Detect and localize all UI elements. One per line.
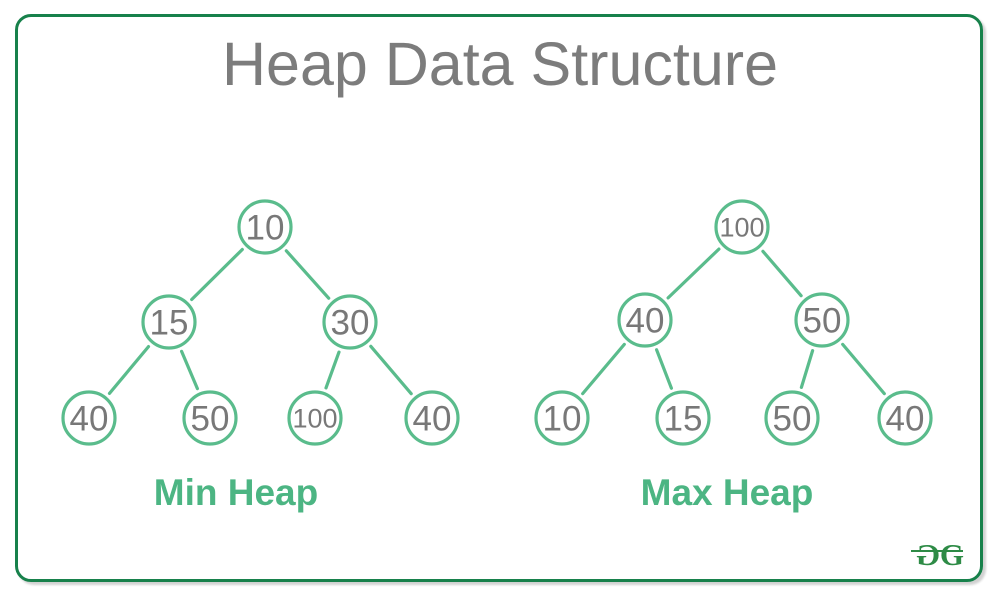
node-value: 30 — [331, 304, 370, 343]
tree-node: 40 — [61, 390, 117, 446]
node-value: 100 — [719, 213, 764, 243]
max-heap-label: Max Heap — [640, 472, 814, 513]
page-title: Heap Data Structure — [221, 30, 779, 98]
node-circle — [61, 390, 117, 446]
tree-node: 15 — [141, 294, 197, 350]
node-circle — [322, 294, 378, 350]
node-value: 40 — [413, 400, 452, 439]
node-value: 50 — [803, 302, 842, 341]
tree-node: 10 — [534, 390, 590, 446]
tree-edge — [841, 342, 886, 396]
node-circle — [287, 390, 343, 446]
tree-edge — [666, 247, 721, 300]
node-circle — [534, 390, 590, 446]
node-value: 100 — [292, 404, 337, 434]
logo-strike-line — [910, 550, 963, 552]
tree-node: 100 — [714, 199, 770, 255]
node-value: 50 — [191, 400, 230, 439]
tree-node: 40 — [617, 292, 673, 348]
frame-border — [15, 14, 983, 582]
node-circle — [764, 390, 820, 446]
max-heap-tree: 100 40 50 10 15 50 40 — [534, 199, 933, 446]
node-value: 50 — [773, 400, 812, 439]
tree-node: 30 — [322, 294, 378, 350]
min-heap-tree: 10 15 30 40 50 100 40 — [61, 199, 460, 446]
tree-edge — [761, 249, 803, 298]
tree-node: 100 — [287, 390, 343, 446]
tree-node: 40 — [877, 390, 933, 446]
node-value: 40 — [886, 400, 925, 439]
min-heap-label: Min Heap — [153, 472, 319, 513]
tree-node: 50 — [794, 292, 850, 348]
node-circle — [877, 390, 933, 446]
logo-mirrored-g-letter: G — [917, 537, 940, 572]
tree-edge — [581, 342, 626, 396]
node-value: 15 — [150, 304, 189, 343]
tree-edge — [180, 349, 199, 391]
tree-node: 15 — [655, 390, 711, 446]
tree-node: 40 — [404, 390, 460, 446]
node-value: 40 — [626, 302, 665, 341]
node-circle — [404, 390, 460, 446]
tree-edge — [190, 247, 244, 302]
node-circle — [237, 199, 293, 255]
node-circle — [141, 294, 197, 350]
tree-edge — [654, 348, 674, 390]
tree-edge — [324, 350, 341, 390]
node-value: 10 — [543, 400, 582, 439]
tree-node: 50 — [182, 390, 238, 446]
tree-node: 50 — [764, 390, 820, 446]
geeksforgeeks-logo: GG — [910, 537, 964, 572]
node-circle — [617, 292, 673, 348]
node-value: 40 — [70, 400, 109, 439]
node-circle — [182, 390, 238, 446]
node-value: 15 — [664, 400, 703, 439]
tree-edge — [284, 249, 331, 300]
tree-node: 10 — [237, 199, 293, 255]
tree-edge — [369, 344, 413, 396]
node-circle — [794, 292, 850, 348]
node-value: 10 — [246, 209, 285, 248]
logo-g-letter: G — [939, 537, 964, 572]
node-circle — [655, 390, 711, 446]
tree-edge — [107, 345, 151, 395]
node-circle — [714, 199, 770, 255]
tree-edge — [799, 349, 815, 389]
